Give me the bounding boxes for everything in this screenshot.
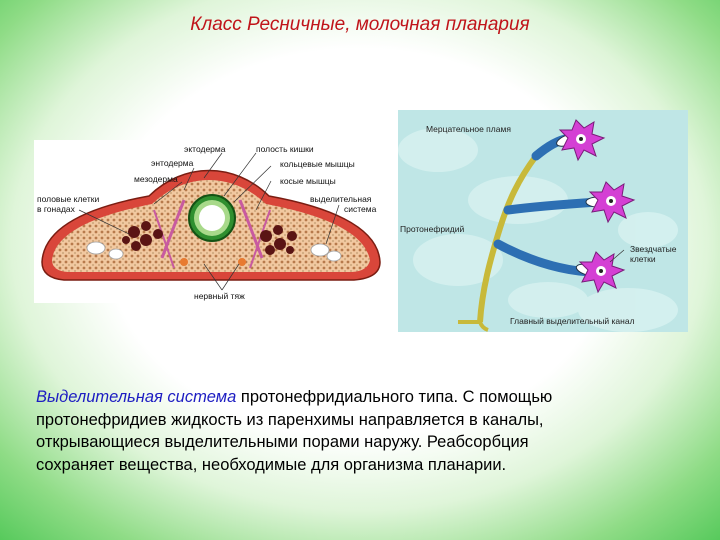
- excretory-tubule: [86, 241, 342, 262]
- label-nerve-cord: нервный тяж: [194, 291, 245, 301]
- label-excretory: выделительная: [310, 194, 372, 204]
- main-excretory-canal: [477, 154, 539, 323]
- label-stellate-cells: Звездчатые: [630, 244, 677, 254]
- label-sex-cells: половые клетки: [37, 194, 99, 204]
- label-entoderm: энтодерма: [151, 158, 194, 168]
- label-main-canal: Главный выделительный канал: [510, 316, 635, 326]
- cross-section-diagram: эктодерма полость кишки энтодерма кольце…: [37, 144, 381, 301]
- caption-line-2: протонефридиев жидкость из паренхимы нап…: [36, 410, 544, 429]
- label-mesoderm: мезодерма: [134, 174, 178, 184]
- label-gut-cavity: полость кишки: [256, 144, 314, 154]
- label-stellate-cells-2: клетки: [630, 254, 656, 264]
- cross-section-figure: эктодерма полость кишки энтодерма кольце…: [34, 140, 386, 303]
- caption-line-1: Выделительная система протонефридиальног…: [36, 388, 553, 406]
- slide-title: Класс Ресничные, молочная планария: [190, 14, 530, 35]
- label-flame: Мерцательное пламя: [426, 124, 511, 134]
- gonad-right: [260, 225, 297, 255]
- caption-text: Выделительная система протонефридиальног…: [36, 386, 686, 476]
- caption-line-4: сохраняет вещества, необходимые для орга…: [36, 455, 507, 474]
- gonad-left: [122, 221, 163, 251]
- protonephridium-diagram: Мерцательное пламя Протонефридий Звездча…: [398, 119, 678, 332]
- caption-lead: Выделительная система: [36, 388, 237, 406]
- gut-cavity: [199, 205, 225, 231]
- protonephridium-figure: Мерцательное пламя Протонефридий Звездча…: [398, 110, 688, 332]
- label-sex-cells-2: в гонадах: [37, 204, 76, 214]
- label-oblique-muscles: косые мышцы: [280, 176, 336, 186]
- caption-line-3: открывающиеся выделительными порами нару…: [36, 433, 529, 451]
- nerve-cord: [180, 258, 188, 266]
- label-ectoderm: эктодерма: [184, 144, 226, 154]
- label-excretory-2: система: [344, 204, 377, 214]
- label-protonephridium: Протонефридий: [400, 224, 465, 234]
- label-circular-muscles: кольцевые мышцы: [280, 159, 355, 169]
